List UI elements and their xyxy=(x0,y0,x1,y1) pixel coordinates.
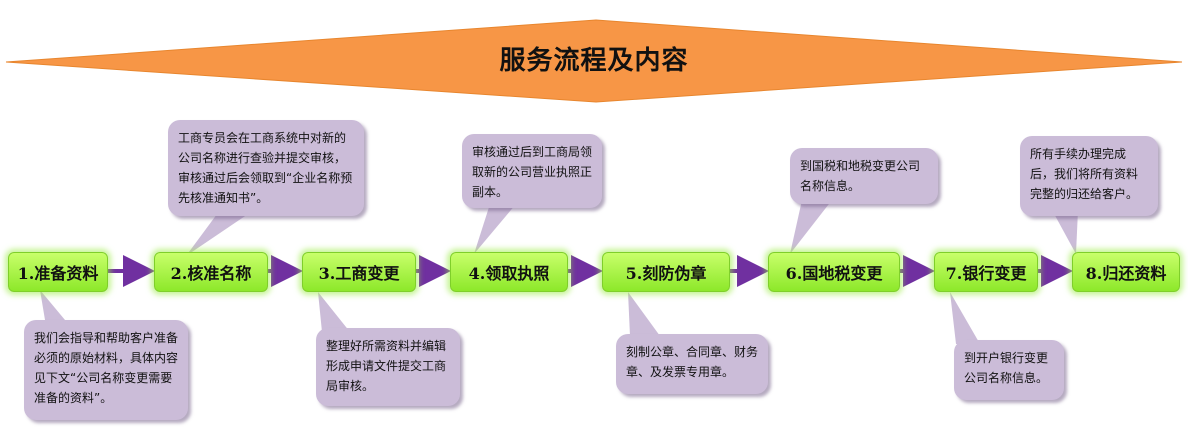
note-tail-1 xyxy=(40,290,70,326)
note-step-5: 刻制公章、合同章、财务章、及发票专用章。 xyxy=(616,334,768,394)
banner-shape xyxy=(5,19,1183,103)
note-tail-8 xyxy=(1052,210,1078,254)
step-8-return-materials: 8.归还资料 xyxy=(1072,252,1180,292)
page-title: 服务流程及内容 xyxy=(499,46,689,76)
step-1-prepare-materials: 1.准备资料 xyxy=(8,252,108,292)
step-2-name-approval: 2.核准名称 xyxy=(154,252,268,292)
note-tail-5 xyxy=(628,292,660,336)
note-step-7: 到开户银行变更公司名称信息。 xyxy=(954,340,1064,400)
note-step-8: 所有手续办理完成后，我们将所有资料完整的归还给客户。 xyxy=(1020,136,1158,216)
note-step-2: 工商专员会在工商系统中对新的公司名称进行查验并提交审核，审核通过后会领取到“企业… xyxy=(168,120,364,216)
note-tail-2 xyxy=(186,210,254,256)
note-step-3: 整理好所需资料并编辑形成申请文件提交工商局审核。 xyxy=(316,328,460,406)
note-tail-6 xyxy=(790,200,832,254)
note-step-4: 审核通过后到工商局领取新的公司营业执照正副本。 xyxy=(462,134,602,208)
step-7-bank-change: 7.银行变更 xyxy=(934,252,1038,292)
step-5-engrave-seals: 5.刻防伪章 xyxy=(602,252,730,292)
note-tail-7 xyxy=(950,292,980,344)
note-step-6: 到国税和地税变更公司名称信息。 xyxy=(790,148,938,204)
step-3-business-change: 3.工商变更 xyxy=(302,252,416,292)
note-step-1: 我们会指导和帮助客户准备必须的原始材料，具体内容见下文“公司名称变更需要准备的资… xyxy=(24,320,188,420)
note-tail-3 xyxy=(318,292,350,332)
note-tail-4 xyxy=(474,204,516,254)
callout-tails xyxy=(40,200,1078,344)
title-banner xyxy=(5,19,1183,103)
step-4-get-license: 4.领取执照 xyxy=(450,252,568,292)
step-6-tax-change: 6.国地税变更 xyxy=(768,252,900,292)
